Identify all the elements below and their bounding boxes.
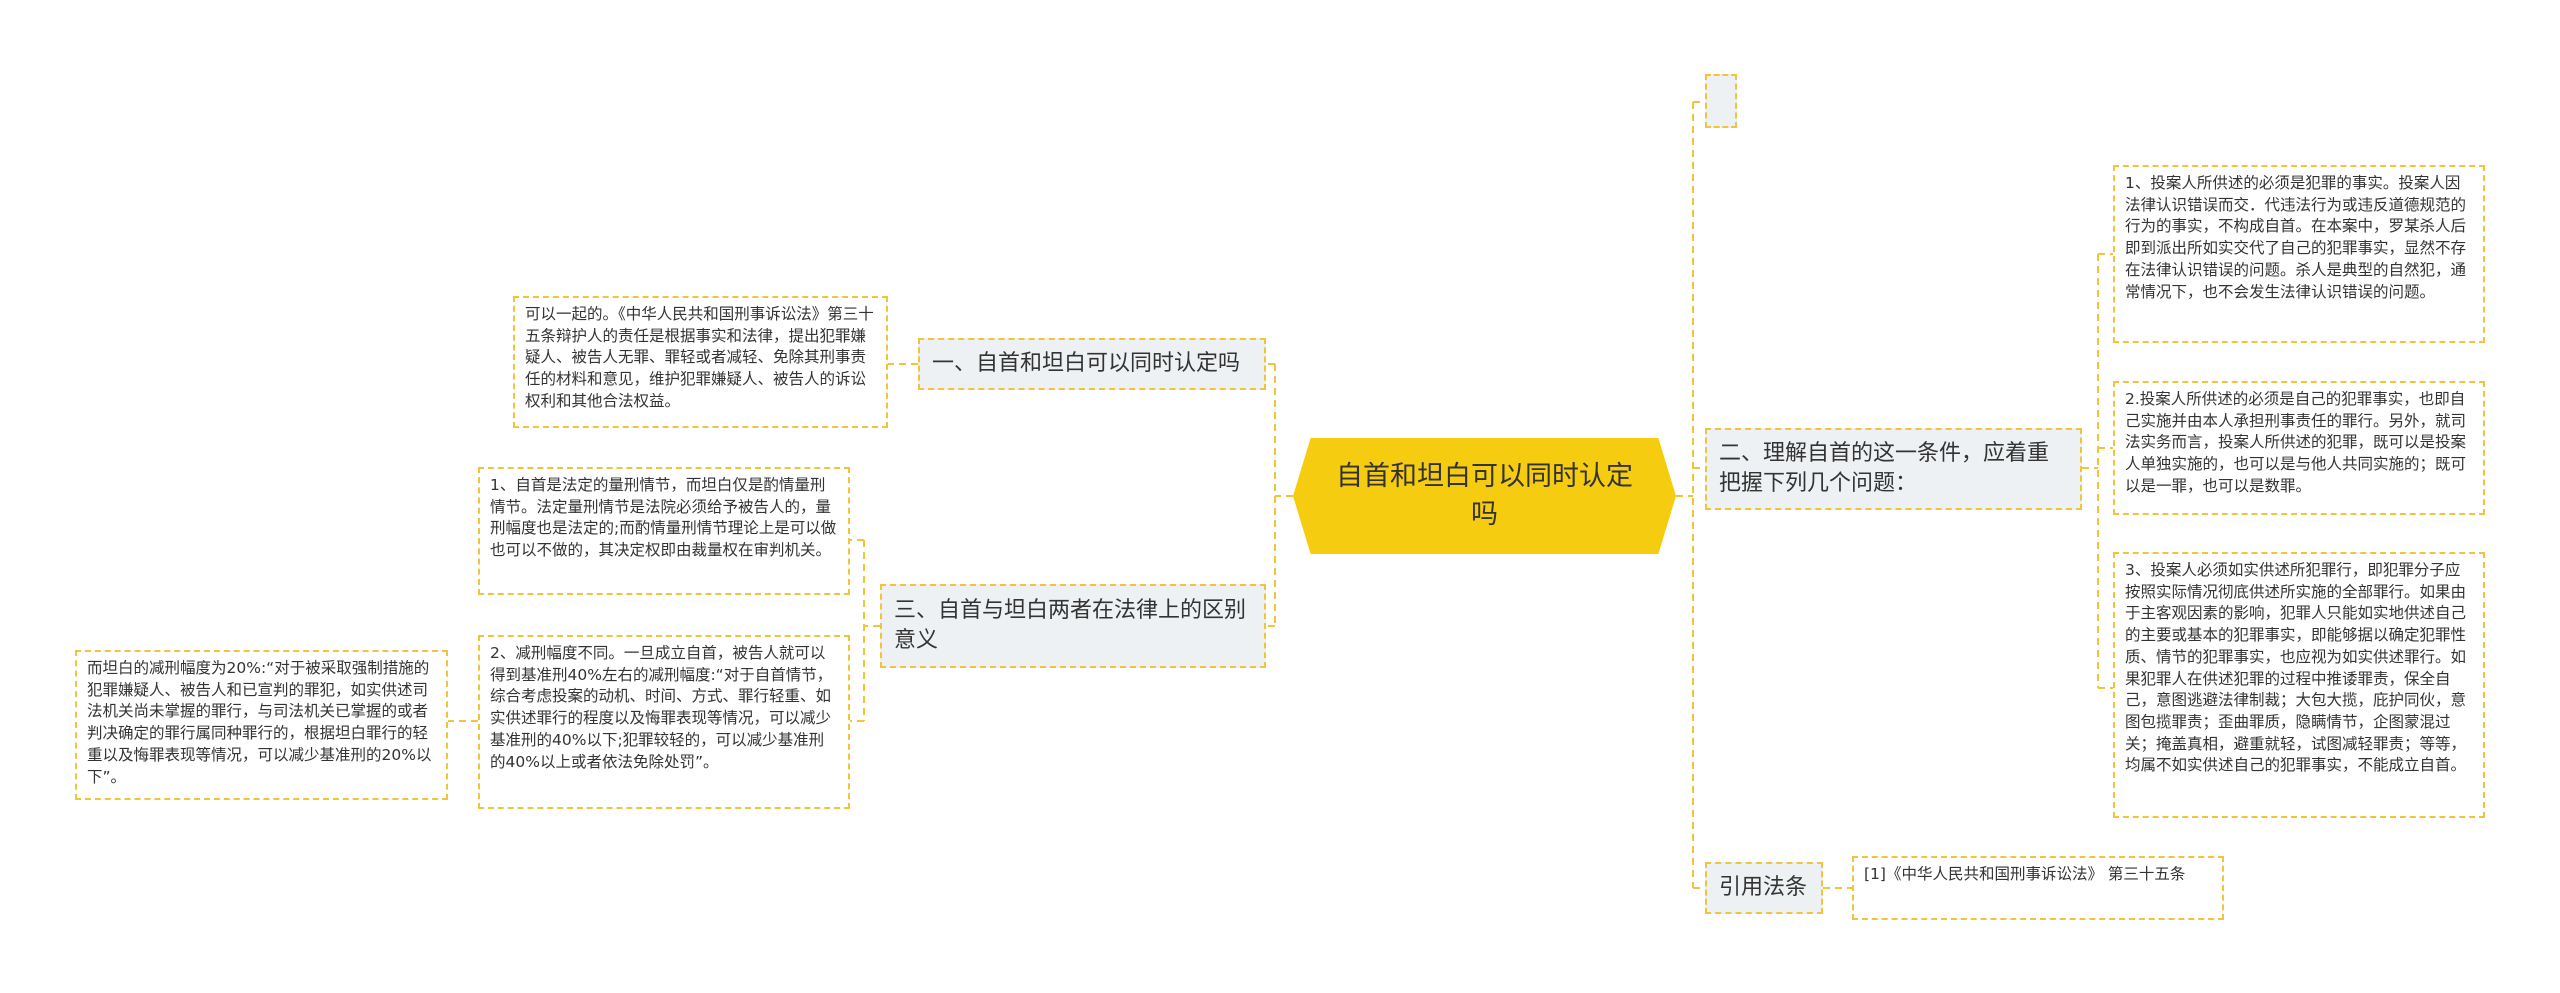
leaf-text: 3、投案人必须如实供述所犯罪行，即犯罪分子应按照实际情况彻底供述所实施的全部罪行… [2125,561,2467,775]
leaf-text: 而坦白的减刑幅度为20%:“对于被采取强制措施的犯罪嫌疑人、被告人和已宣判的罪犯… [87,659,432,786]
connector-b2-leaves [2082,253,2113,689]
leaf-legal-basis[interactable]: 可以一起的。《中华人民共和国刑事诉讼法》第三十五条辩护人的责任是根据事实和法律，… [513,296,888,428]
branch-label: 三、自首与坦白两者在法律上的区别意义 [894,598,1247,653]
leaf-text: 2.投案人所供述的必须是自己的犯罪事实，也即自己实施并由本人承担刑事责任的罪行。… [2125,390,2467,495]
leaf-cited-article[interactable]: [1]《中华人民共和国刑事诉讼法》 第三十五条 [1852,856,2224,920]
leaf-confession-reduction[interactable]: 而坦白的减刑幅度为20%:“对于被采取强制措施的犯罪嫌疑人、被告人和已宣判的罪犯… [75,650,448,800]
leaf-reduction-range[interactable]: 2、减刑幅度不同。一旦成立自首，被告人就可以得到基准刑40%左右的减刑幅度:“对… [478,635,850,809]
connector-root-right [1676,101,1705,889]
leaf-truthful-confession[interactable]: 3、投案人必须如实供述所犯罪行，即犯罪分子应按照实际情况彻底供述所实施的全部罪行… [2113,552,2485,818]
branch-legal-difference[interactable]: 三、自首与坦白两者在法律上的区别意义 [880,584,1266,668]
leaf-text: 1、投案人所供述的必须是犯罪的事实。投案人因法律认识错误而交．代违法行为或违反道… [2125,174,2467,301]
connector-b3-leaves [850,539,880,722]
branch-cited-law[interactable]: 引用法条 [1705,862,1823,914]
branch-label: 一、自首和坦白可以同时认定吗 [932,351,1241,376]
branch-empty[interactable] [1705,74,1737,128]
connector-root-left [1266,363,1293,627]
leaf-text: [1]《中华人民共和国刑事诉讼法》 第三十五条 [1864,865,2186,883]
branch-can-both-apply[interactable]: 一、自首和坦白可以同时认定吗 [918,338,1266,390]
root-topic[interactable]: 自首和坦白可以同时认定吗 [1293,438,1676,554]
leaf-text: 可以一起的。《中华人民共和国刑事诉讼法》第三十五条辩护人的责任是根据事实和法律，… [525,305,874,410]
branch-label: 二、理解自首的这一条件，应着重把握下列几个问题： [1719,441,2050,496]
leaf-own-crime[interactable]: 2.投案人所供述的必须是自己的犯罪事实，也即自己实施并由本人承担刑事责任的罪行。… [2113,381,2485,515]
leaf-statutory-circumstance[interactable]: 1、自首是法定的量刑情节，而坦白仅是酌情量刑情节。法定量刑情节是法院必须给予被告… [478,467,850,595]
leaf-text: 2、减刑幅度不同。一旦成立自首，被告人就可以得到基准刑40%左右的减刑幅度:“对… [490,644,833,771]
leaf-criminal-facts[interactable]: 1、投案人所供述的必须是犯罪的事实。投案人因法律认识错误而交．代违法行为或违反道… [2113,165,2485,343]
branch-understanding-conditions[interactable]: 二、理解自首的这一条件，应着重把握下列几个问题： [1705,428,2082,510]
root-topic-title: 自首和坦白可以同时认定吗 [1336,461,1633,530]
leaf-text: 1、自首是法定的量刑情节，而坦白仅是酌情量刑情节。法定量刑情节是法院必须给予被告… [490,476,837,560]
branch-label: 引用法条 [1719,875,1808,900]
